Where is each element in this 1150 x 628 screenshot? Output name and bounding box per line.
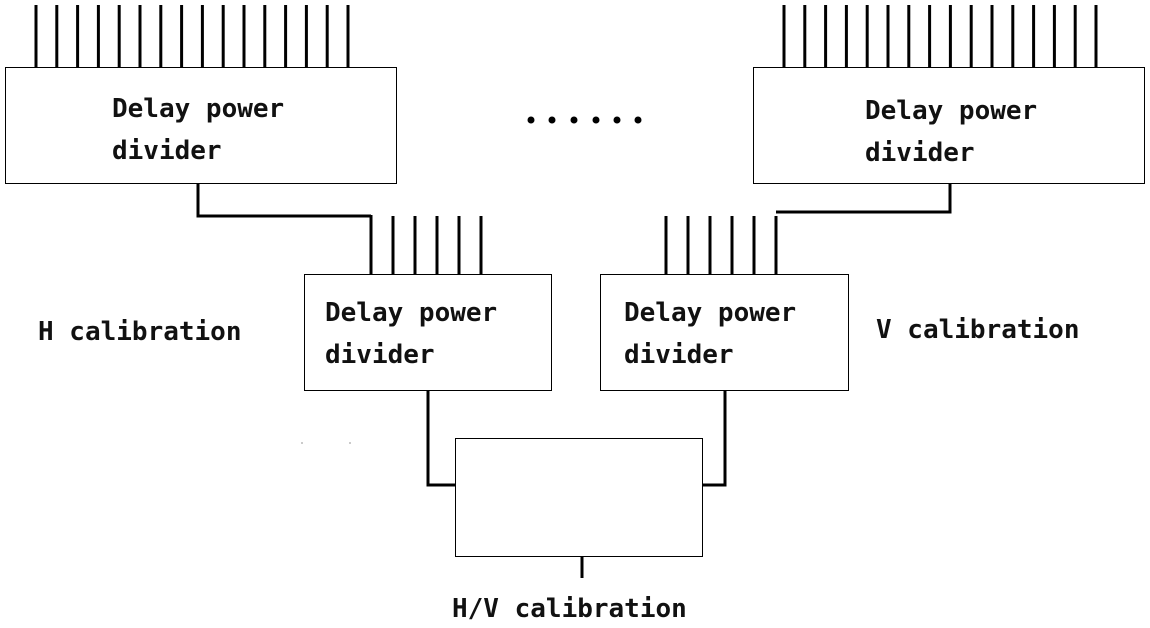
delay-power-divider-top-left: Delay power divider [5, 67, 397, 184]
wire-topright-to-midright [776, 183, 952, 214]
hv-calibration-box [455, 438, 703, 557]
box-label-line2: divider [112, 136, 222, 166]
wire-topleft-to-midleft [196, 183, 373, 218]
wire-midleft-to-bottom [426, 390, 455, 487]
box-label-line1: Delay power [325, 298, 498, 328]
box-label-line2: divider [325, 340, 435, 370]
delay-power-divider-top-right: Delay power divider [753, 67, 1145, 184]
hv-calibration-label: H/V calibration [452, 594, 687, 624]
box-label-line1: Delay power [112, 94, 285, 124]
box-label-line1: Delay power [865, 96, 1038, 126]
delay-power-divider-mid-left: Delay power divider [304, 274, 552, 391]
ellipsis-dots [527, 116, 642, 124]
box-label-line1: Delay power [624, 298, 797, 328]
wire-midright-to-bottom [703, 390, 727, 487]
h-calibration-label: H calibration [38, 317, 242, 347]
box-label-line2: divider [865, 138, 975, 168]
delay-power-divider-mid-right: Delay power divider [600, 274, 849, 391]
box-label-line2: divider [624, 340, 734, 370]
v-calibration-label: V calibration [876, 315, 1080, 345]
